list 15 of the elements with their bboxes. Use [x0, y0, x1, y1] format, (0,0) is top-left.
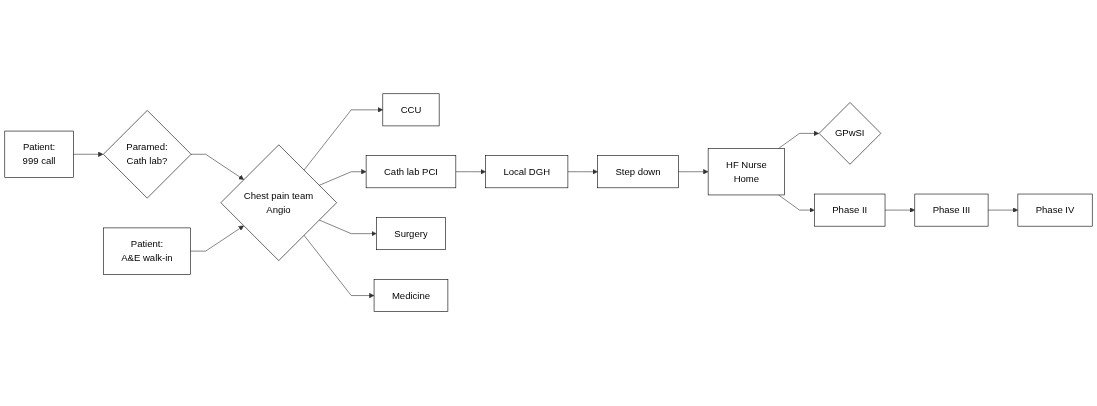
node-box: Patient: A&E walk-in: [103, 227, 191, 275]
node-box: Patient: 999 call: [4, 131, 74, 179]
node-box: Step down: [597, 155, 679, 189]
node-box: HF Nurse Home: [707, 148, 785, 196]
node-box: Phase III: [914, 194, 989, 227]
node-box: Phase IV: [1017, 194, 1093, 227]
node-box: Local DGH: [485, 155, 569, 189]
node-box: Medicine: [373, 279, 449, 313]
node-diamond: Chest pain team Angio: [220, 144, 337, 262]
node-diamond: Paramed: Cath lab?: [103, 110, 192, 199]
node-box: CCU: [382, 93, 440, 127]
node-box: Cath lab PCI: [365, 155, 457, 189]
node-box: Phase II: [814, 194, 886, 227]
node-diamond: GPwSI: [818, 102, 882, 165]
node-box: Surgery: [376, 217, 446, 251]
